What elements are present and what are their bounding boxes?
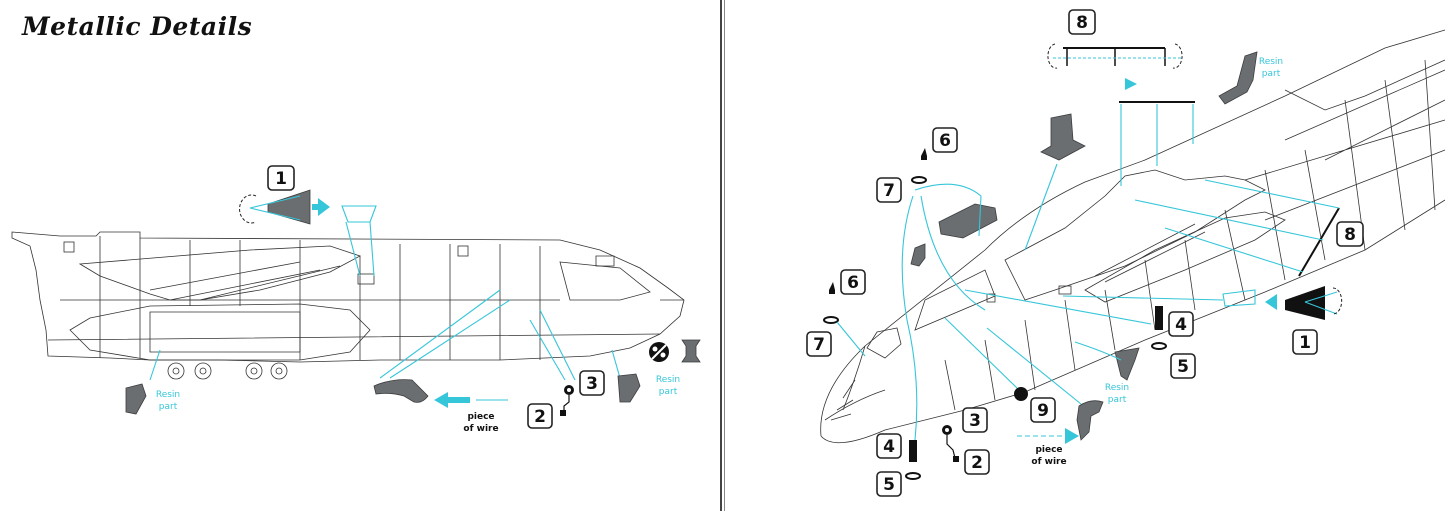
svg-text:piece: piece [467, 412, 494, 422]
callout-7-left: 7 [806, 331, 832, 357]
svg-text:Resin: Resin [1105, 383, 1129, 393]
svg-text:6: 6 [939, 131, 951, 151]
aircraft-side-outline [11, 231, 685, 380]
callout-7-top: 7 [876, 177, 902, 203]
part-6-left [823, 282, 866, 357]
part-4-5-left [905, 440, 921, 480]
svg-text:5: 5 [883, 475, 895, 495]
callout-5-right: 5 [1170, 353, 1196, 379]
svg-text:6: 6 [847, 273, 859, 293]
svg-text:2: 2 [971, 453, 983, 473]
svg-text:8: 8 [1076, 13, 1088, 33]
wire-arrow-right: piece of wire [1017, 428, 1079, 467]
callout-3-right: 3 [962, 407, 988, 433]
part-1-blade-right [1062, 286, 1343, 320]
svg-text:1: 1 [275, 169, 287, 189]
svg-text:Resin: Resin [156, 390, 180, 400]
resin-part-wedge-right: Resin part [986, 327, 1140, 441]
part-4-5-right [964, 289, 1167, 350]
part-8-antenna-bar [1047, 43, 1195, 186]
resin-part-antenna-right: Resin part [617, 339, 701, 403]
svg-text:3: 3 [969, 411, 981, 431]
brand-logo: Metallic Details [22, 12, 253, 41]
svg-text:3: 3 [586, 374, 598, 394]
part-8-side-bracket [1134, 179, 1340, 277]
callout-4-left: 4 [876, 433, 902, 459]
svg-text:part: part [1108, 395, 1127, 405]
svg-text:of wire: of wire [463, 424, 498, 434]
part-9-dot [944, 317, 1028, 401]
svg-text:9: 9 [1037, 401, 1049, 421]
part-6-top [901, 148, 986, 441]
callout-3: 3 [579, 370, 605, 396]
aircraft-perspective-outline [820, 29, 1445, 444]
right-panel-perspective-view: 8 Resin part 8 [724, 0, 1445, 511]
resin-part-antenna-left: Resin part [125, 383, 180, 415]
left-panel-side-view: Metallic Details [0, 0, 722, 511]
callout-6-top: 6 [932, 127, 958, 153]
svg-text:Resin: Resin [1259, 57, 1283, 67]
callout-8-top: 8 [1068, 9, 1096, 35]
resin-part-fin: Resin part [1218, 51, 1283, 105]
svg-text:piece: piece [1035, 445, 1062, 455]
callout-1: 1 [267, 165, 295, 191]
svg-text:5: 5 [1177, 357, 1189, 377]
resin-part-wedge: piece of wire [373, 379, 508, 434]
svg-text:7: 7 [813, 335, 825, 355]
svg-text:Resin: Resin [656, 375, 680, 385]
callout-2: 2 [527, 403, 553, 429]
part-3-ring [560, 385, 574, 416]
svg-text:part: part [659, 387, 678, 397]
callout-2-right: 2 [964, 449, 990, 475]
resin-part-small-fin [910, 243, 926, 267]
callout-4-right: 4 [1168, 311, 1194, 337]
callout-6-left: 6 [840, 269, 866, 295]
svg-text:4: 4 [1175, 315, 1187, 335]
callout-9: 9 [1030, 397, 1056, 423]
svg-text:2: 2 [534, 407, 546, 427]
callout-8-side: 8 [1336, 221, 1364, 247]
resin-part-post [1024, 113, 1086, 251]
svg-text:4: 4 [883, 437, 895, 457]
svg-text:part: part [1262, 69, 1281, 79]
svg-text:1: 1 [1299, 333, 1311, 353]
svg-text:7: 7 [883, 181, 895, 201]
svg-text:8: 8 [1344, 225, 1356, 245]
svg-text:of wire: of wire [1031, 457, 1066, 467]
side-view-diagram: 1 Resin part piece of wire [11, 165, 701, 434]
perspective-view-diagram: 8 Resin part 8 [806, 9, 1445, 497]
callout-5-left: 5 [876, 471, 902, 497]
callout-1-right: 1 [1292, 329, 1318, 355]
svg-text:part: part [159, 402, 178, 412]
part-1-blade [239, 189, 377, 277]
resin-part-block [914, 183, 998, 239]
part-3-ring-right [942, 425, 959, 462]
